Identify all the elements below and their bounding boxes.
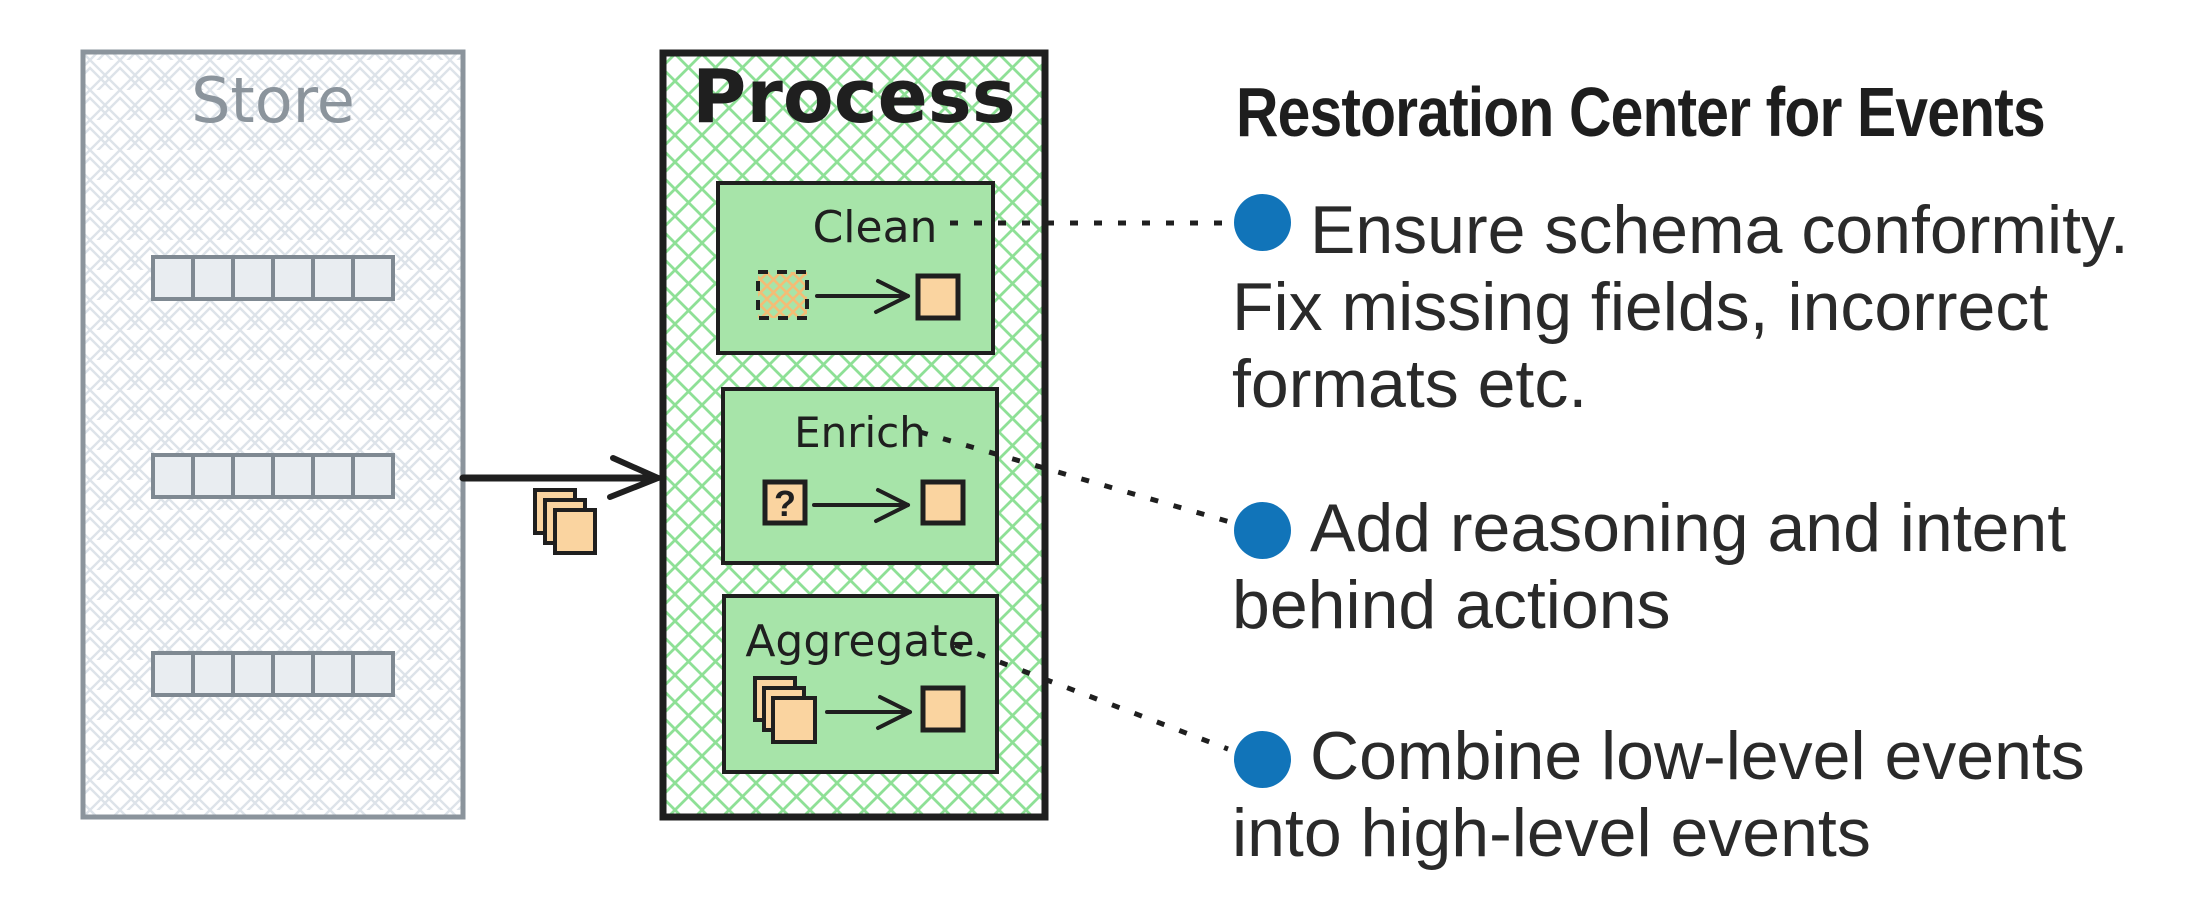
store-slot-row [151, 651, 395, 697]
store-slot [191, 453, 235, 499]
bullet-item: Add reasoning and intent behind actions [1232, 490, 2066, 644]
event-cards-stack [533, 488, 597, 555]
store-slot [151, 453, 195, 499]
question-mark: ? [774, 483, 796, 524]
store-section: Store [80, 49, 466, 820]
bullet-line: formats etc. [1232, 346, 1588, 422]
clean-event-square [915, 273, 961, 321]
store-slot [311, 453, 355, 499]
store-slot [271, 255, 315, 301]
bullet-line: Fix missing fields, incorrect [1232, 269, 2049, 345]
bullet-dot [1234, 502, 1291, 559]
enrich-arrow-icon [812, 488, 910, 523]
unknown-event-square [762, 479, 808, 526]
bullet-line: Add reasoning and intent [1310, 490, 2067, 566]
connector-dotted-aggregate [954, 642, 1229, 752]
store-slot-row [151, 453, 395, 499]
connector-dotted-enrich [919, 429, 1231, 525]
step-aggregate-title: Aggregate [745, 616, 974, 667]
store-slot [351, 255, 395, 301]
bullet-line: behind actions [1232, 567, 1671, 643]
enriched-event-square [920, 479, 966, 526]
aggregated-event-square [920, 685, 966, 733]
event-card [771, 696, 817, 744]
store-slot [311, 255, 355, 301]
bullet-item: Combine low-level events into high-level… [1232, 718, 2085, 872]
step-enrich-box [721, 387, 999, 565]
store-slot [231, 255, 275, 301]
process-section: Process Clean Enrich ? [659, 49, 1049, 821]
aggregate-cards-stack [753, 676, 817, 744]
store-slot-row [151, 255, 395, 301]
store-slot [311, 651, 355, 697]
store-title: Store [191, 64, 355, 137]
step-clean: Clean [716, 181, 995, 355]
process-title: Process [692, 54, 1016, 140]
bullet-dot [1234, 194, 1291, 251]
step-clean-title: Clean [813, 202, 938, 253]
step-clean-box [716, 181, 995, 355]
dirty-event-square [756, 270, 809, 320]
aggregate-arrow-icon [825, 695, 912, 730]
store-slot [231, 453, 275, 499]
step-aggregate: Aggregate [722, 594, 999, 774]
step-enrich: Enrich ? [721, 387, 999, 565]
step-enrich-title: Enrich [794, 408, 926, 457]
bullet-line: into high-level events [1232, 795, 1871, 871]
store-slot [271, 651, 315, 697]
store-slot [351, 453, 395, 499]
store-slot [151, 255, 195, 301]
store-slot [351, 651, 395, 697]
page-title: Restoration Center for Events [1236, 73, 2046, 151]
bullet-line: Ensure schema conformity. [1310, 192, 2129, 268]
transfer-arrow [459, 455, 661, 500]
store-slot [231, 651, 275, 697]
store-slot [151, 651, 195, 697]
store-slot [271, 453, 315, 499]
store-slot [191, 651, 235, 697]
store-slot [191, 255, 235, 301]
bullet-dot [1234, 731, 1291, 788]
bullet-item: Ensure schema conformity. Fix missing fi… [1232, 192, 2129, 423]
clean-arrow-icon [815, 279, 910, 314]
event-card [553, 508, 597, 555]
bullet-line: Combine low-level events [1310, 718, 2085, 794]
store-box [80, 49, 466, 820]
